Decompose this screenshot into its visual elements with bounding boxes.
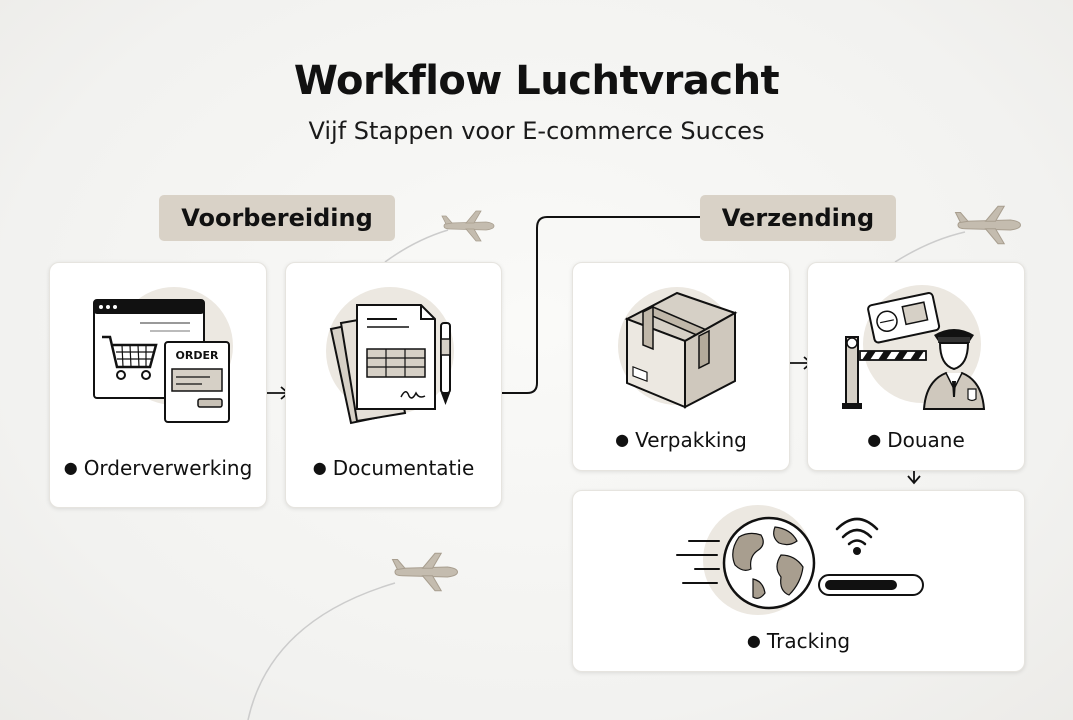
airplane-icon: [441, 210, 495, 242]
step-card-douane: ● Douane: [807, 262, 1025, 471]
phase-connector: [496, 216, 700, 394]
bullet-icon: ●: [63, 458, 78, 477]
step-label-orderverwerking: ● Orderverwerking: [50, 456, 266, 480]
diagram-title: Workflow Luchtvracht: [293, 58, 780, 104]
package-box-icon: [624, 291, 738, 409]
step-label-text: Douane: [887, 428, 965, 452]
step-label-tracking: ● Tracking: [573, 629, 1024, 653]
phase-label-voorbereiding: Voorbereiding: [159, 195, 395, 241]
airplane-icon: [954, 205, 1022, 245]
bullet-icon: ●: [312, 458, 327, 477]
step-card-tracking: ● Tracking: [572, 490, 1025, 672]
globe-tracking-icon: [676, 516, 924, 610]
step-label-text: Orderverwerking: [83, 456, 253, 480]
bullet-icon: ●: [615, 430, 630, 449]
customs-officer-icon: [842, 292, 986, 410]
flight-trail-1: [384, 229, 449, 263]
step-label-text: Tracking: [766, 629, 851, 653]
flight-trail-3: [247, 582, 396, 720]
airplane-icon: [391, 552, 459, 592]
step-label-douane: ● Douane: [808, 428, 1024, 452]
bullet-icon: ●: [867, 430, 882, 449]
shopping-cart-order-icon: ORDER: [93, 299, 230, 423]
flight-trail-2: [894, 231, 966, 263]
step-card-orderverwerking: ORDER ● Orderverwerking: [49, 262, 267, 508]
diagram-subtitle: Vijf Stappen voor E-commerce Succes: [308, 117, 765, 145]
tracking-progress-fill: [825, 580, 897, 590]
step-label-text: Documentatie: [332, 456, 475, 480]
order-icon-text: ORDER: [176, 349, 219, 362]
step-label-verpakking: ● Verpakking: [573, 428, 789, 452]
step-label-documentatie: ● Documentatie: [286, 456, 501, 480]
step-label-text: Verpakking: [635, 428, 747, 452]
step-card-verpakking: ● Verpakking: [572, 262, 790, 471]
bullet-icon: ●: [746, 631, 761, 650]
phase-label-verzending: Verzending: [700, 195, 896, 241]
step-card-documentatie: ● Documentatie: [285, 262, 502, 508]
documents-pen-icon: [329, 304, 451, 425]
